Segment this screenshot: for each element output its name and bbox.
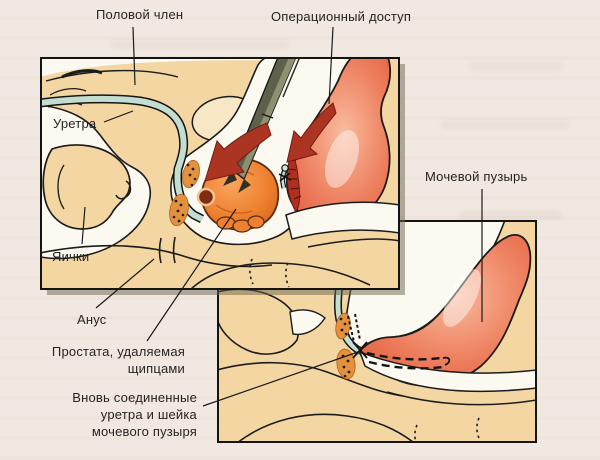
dotted-fold [476,417,481,441]
dotted-fold [414,424,418,443]
label-testes: Яички [52,249,90,264]
thigh-contour [236,413,414,443]
penis-contours [45,69,179,108]
scan-artifact [440,120,570,130]
label-anus: Анус [77,312,107,327]
bladder-cut-edge [286,151,302,213]
testes-shape [42,144,131,230]
tissue-gap-wedge [289,309,326,336]
label-surgical-access: Операционный доступ [271,9,412,24]
scrotum-fold [115,180,132,200]
urethra-stump [196,187,216,207]
access-arrow-right [286,102,337,163]
label-reconnect: Вновь соединенные уретра и шейка мочевог… [37,389,197,440]
rectal-band [285,201,400,240]
pelvic-floor-line [307,238,400,248]
access-arrow-left [204,122,272,182]
bladder-highlight [443,269,481,327]
ligated-duct [278,164,292,189]
surgical-access-arrows [204,102,337,182]
scan-artifact [458,210,562,220]
label-reconnect-line2: уретра и шейка [100,407,197,422]
rectal-band [358,350,537,393]
surgery-illustration [40,57,400,290]
surgery-panel [40,57,400,290]
label-prostate-line2: щипцами [127,361,185,376]
background-gap [40,57,375,77]
label-prostate-line1: Простата, удаляемая [51,344,185,359]
urethra-tube [40,95,204,222]
label-prostate: Простата, удаляемая щипцами [25,343,185,377]
label-reconnect-line1: Вновь соединенные [72,390,197,405]
label-penis: Половой член [96,7,184,22]
label-urethra: Уретра [53,116,97,131]
buttock-contour [217,288,300,355]
bladder-highlight [324,130,360,188]
scan-artifact [110,40,290,49]
testis-contour [57,164,65,210]
scan-artifact [468,62,564,72]
label-bladder: Мочевой пузырь [425,169,528,184]
label-reconnect-line3: мочевого пузыря [91,424,197,439]
pelvic-floor-line [386,391,537,406]
